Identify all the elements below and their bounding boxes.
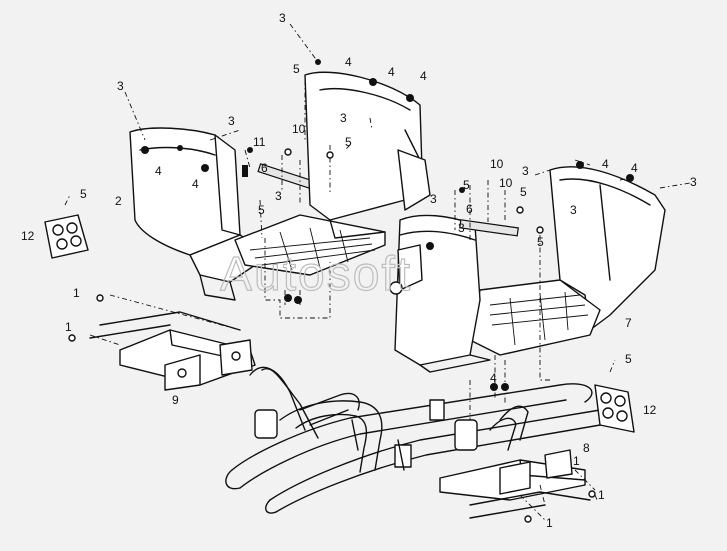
- callout-10: 10: [499, 176, 513, 190]
- callout-4: 4: [388, 65, 395, 79]
- left-pad: [44, 214, 89, 259]
- watermark: Autosoft: [220, 248, 412, 301]
- callout-4: 4: [631, 161, 638, 175]
- callout-1: 1: [73, 286, 80, 300]
- callout-9: 9: [172, 393, 179, 407]
- callout-5: 5: [345, 135, 352, 149]
- callout-5: 5: [258, 203, 265, 217]
- callout-3: 3: [690, 175, 697, 189]
- front-bracket: [89, 311, 256, 391]
- callout-3: 3: [275, 189, 282, 203]
- callout-6: 6: [466, 202, 473, 216]
- callout-5: 5: [463, 178, 470, 192]
- callout-11: 11: [253, 135, 266, 149]
- callout-2: 2: [115, 194, 122, 208]
- callout-3: 3: [458, 221, 465, 235]
- right-fender: [469, 166, 666, 356]
- callout-12: 12: [21, 229, 35, 243]
- right-seat-box: [389, 214, 519, 373]
- right-pad: [594, 384, 635, 433]
- callout-4: 4: [602, 157, 609, 171]
- fasteners: [64, 23, 691, 523]
- callout-4: 4: [345, 55, 352, 69]
- rear-bracket: [439, 449, 591, 519]
- frame: [225, 366, 607, 514]
- callout-4: 4: [420, 69, 427, 83]
- callout-4: 4: [155, 164, 162, 178]
- callout-3: 3: [522, 164, 529, 178]
- callout-3: 3: [340, 111, 347, 125]
- callout-1: 1: [573, 454, 580, 468]
- callout-3: 3: [430, 192, 437, 206]
- callout-4: 4: [192, 177, 199, 191]
- callout-7: 7: [625, 316, 632, 330]
- left-fender: [129, 127, 386, 301]
- callout-3: 3: [279, 11, 286, 25]
- callout-4: 4: [490, 371, 497, 385]
- callout-5: 5: [293, 62, 300, 76]
- callout-5: 5: [537, 235, 544, 249]
- callout-6: 6: [261, 161, 268, 175]
- callout-10: 10: [292, 122, 306, 136]
- callout-3: 3: [570, 203, 577, 217]
- callout-5: 5: [520, 185, 527, 199]
- callout-8: 8: [583, 441, 590, 455]
- callout-3: 3: [117, 79, 124, 93]
- callout-10: 10: [490, 157, 504, 171]
- callout-5: 5: [80, 187, 87, 201]
- callout-1: 1: [598, 488, 605, 502]
- callout-1: 1: [546, 516, 553, 530]
- callout-1: 1: [65, 320, 72, 334]
- left-seat-back: [304, 71, 431, 239]
- callout-3: 3: [228, 114, 235, 128]
- callouts: 3 4 5 4 4 3 3 3 10 11 5 4 6 4 3 2 5 5 12…: [21, 11, 697, 530]
- callout-12: 12: [643, 403, 657, 417]
- callout-5: 5: [625, 352, 632, 366]
